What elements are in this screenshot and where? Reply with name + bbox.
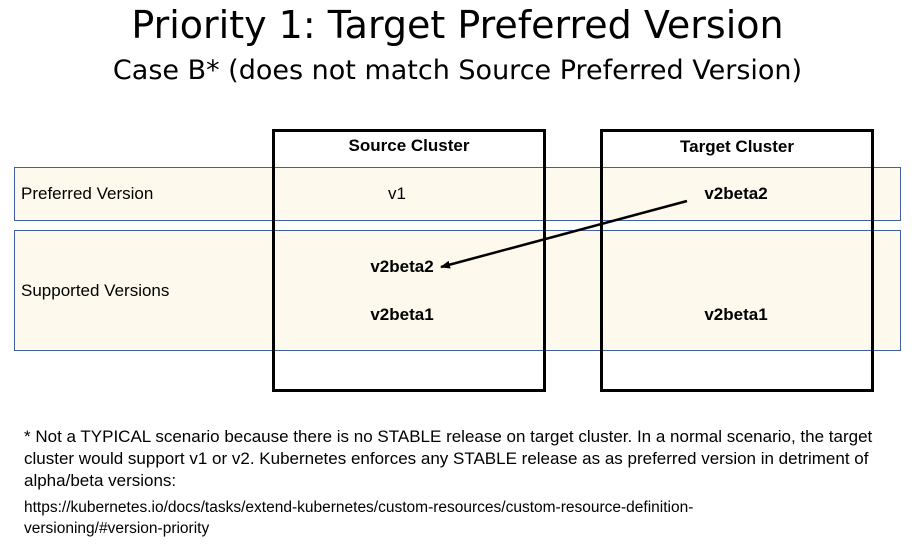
source-cluster-box [272, 129, 546, 392]
target-cluster-header: Target Cluster [680, 137, 794, 156]
arrow-line [440, 199, 688, 269]
source-supported-version-v2beta2: v2beta2 [370, 257, 434, 276]
source-preferred-version: v1 [388, 184, 406, 203]
target-cluster-box [600, 129, 874, 392]
reference-url: https://kubernetes.io/docs/tasks/extend-… [24, 497, 894, 539]
diagram-subtitle: Case B* (does not match Source Preferred… [112, 55, 803, 86]
target-preferred-version: v2beta2 [704, 184, 768, 203]
preferred-version-label: Preferred Version [21, 184, 154, 203]
source-cluster-header: Source Cluster [348, 136, 470, 155]
preferred-version-row [14, 167, 901, 221]
supported-versions-row [14, 230, 901, 351]
footnote-text: * Not a TYPICAL scenario because there i… [24, 427, 873, 490]
reference-url-line-2: versioning/#version-priority [24, 520, 210, 537]
supported-versions-label: Supported Versions [21, 281, 170, 300]
source-supported-version-v2beta1: v2beta1 [370, 305, 434, 324]
diagram-title: Priority 1: Target Preferred Version [131, 3, 784, 47]
reference-url-line-1: https://kubernetes.io/docs/tasks/extend-… [24, 499, 694, 516]
target-supported-version-v2beta1: v2beta1 [704, 305, 768, 324]
